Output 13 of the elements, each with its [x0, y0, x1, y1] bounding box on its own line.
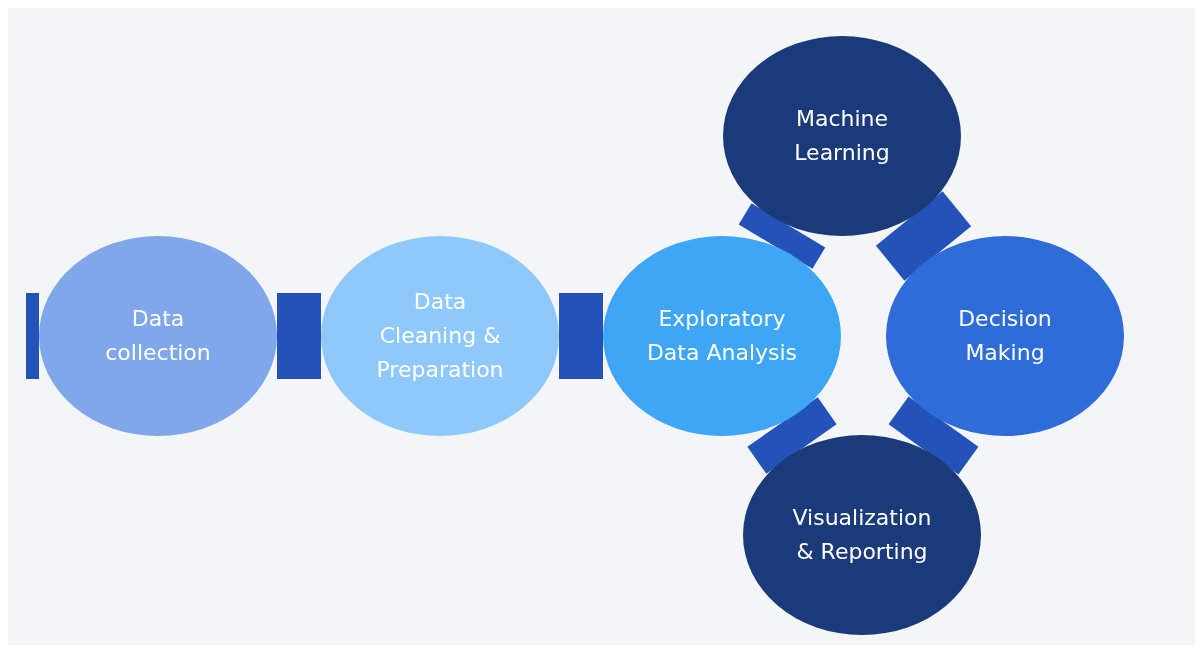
- stage-label: Visualization & Reporting: [791, 504, 933, 566]
- connector-band: [875, 191, 972, 281]
- connector-band: [277, 293, 321, 379]
- stage-label: Data collection: [104, 305, 212, 367]
- connector-band: [888, 396, 979, 475]
- stage-label: Decision Making: [957, 305, 1053, 367]
- stage-label: Exploratory Data Analysis: [645, 305, 799, 367]
- stage-label: Machine Learning: [793, 105, 891, 167]
- connector-band: [747, 397, 837, 474]
- connector-band: [26, 293, 39, 379]
- connector-band: [738, 203, 826, 269]
- connector-band: [559, 293, 603, 379]
- stage-label: Data Cleaning & Preparation: [375, 288, 505, 384]
